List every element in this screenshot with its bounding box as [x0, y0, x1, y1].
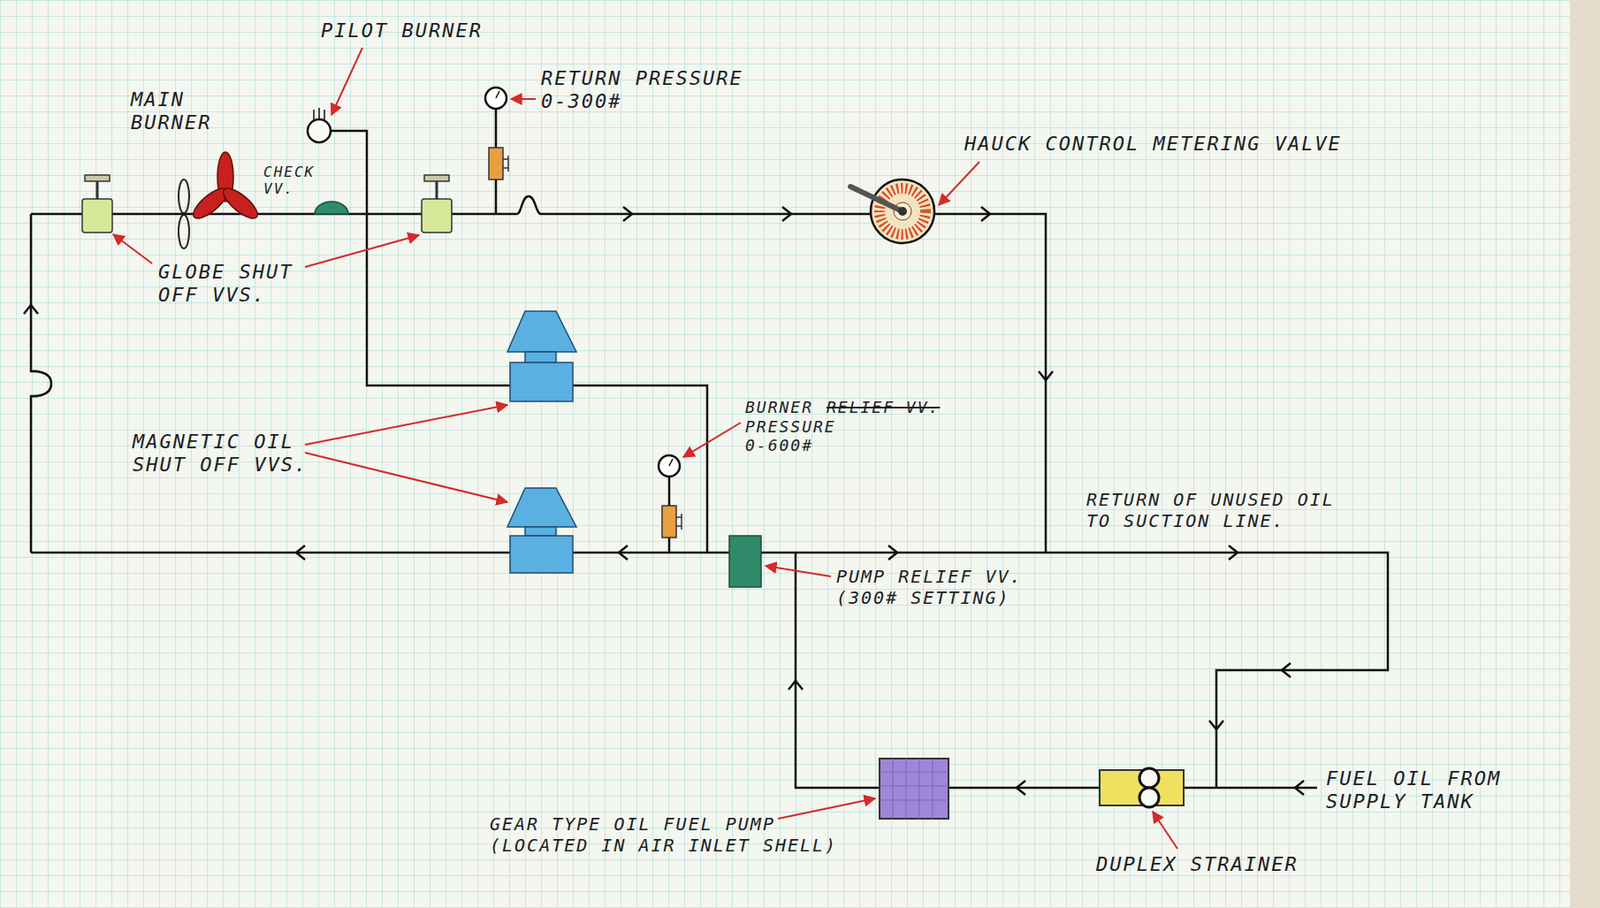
globe-valve: [421, 175, 452, 233]
duplex-strainer: [1099, 768, 1184, 808]
callout-label: MAGNETIC OIL SHUT OFF VVS.: [132, 430, 313, 478]
magnetic-valve: [507, 487, 577, 573]
leader-lines: [113, 47, 1178, 849]
gear-pump: [879, 758, 949, 819]
pilot-burner: [307, 107, 331, 143]
callout-label: RETURN PRESSURE 0-300#: [540, 67, 761, 115]
return-pressure-gauge: [485, 87, 509, 180]
callout-label: BURNER PRESSURE 0-600#: [745, 397, 837, 456]
callout-label: RELIEF VV.: [826, 397, 940, 418]
callout-label: PUMP RELIEF VV. (300# SETTING): [836, 565, 1039, 609]
magnetic-valve: [507, 311, 577, 402]
callout-label: PILOT BURNER: [320, 19, 483, 43]
callout-label: GLOBE SHUT OFF VVS.: [158, 260, 311, 308]
relief-valve: [729, 535, 762, 587]
metering-valve: [850, 179, 935, 244]
burner-pressure-gauge: [658, 455, 682, 538]
callout-label: HAUCK CONTROL METERING VALVE: [964, 132, 1342, 156]
callout-label: CHECK VV.: [263, 163, 329, 198]
globe-valve: [82, 175, 113, 233]
check-valve: [314, 201, 349, 214]
callout-label: MAIN BURNER: [130, 88, 229, 136]
callout-label: GEAR TYPE OIL FUEL PUMP (LOCATED IN AIR …: [489, 813, 854, 856]
callout-label: DUPLEX STRAINER: [1096, 853, 1299, 877]
main-burner: [178, 152, 262, 249]
callout-label: FUEL OIL FROM SUPPLY TANK: [1325, 767, 1519, 815]
pipes: [30, 108, 1388, 788]
callout-label: RETURN OF UNUSED OIL TO SUCTION LINE.: [1086, 488, 1351, 532]
paper-edge: [1569, 0, 1600, 908]
